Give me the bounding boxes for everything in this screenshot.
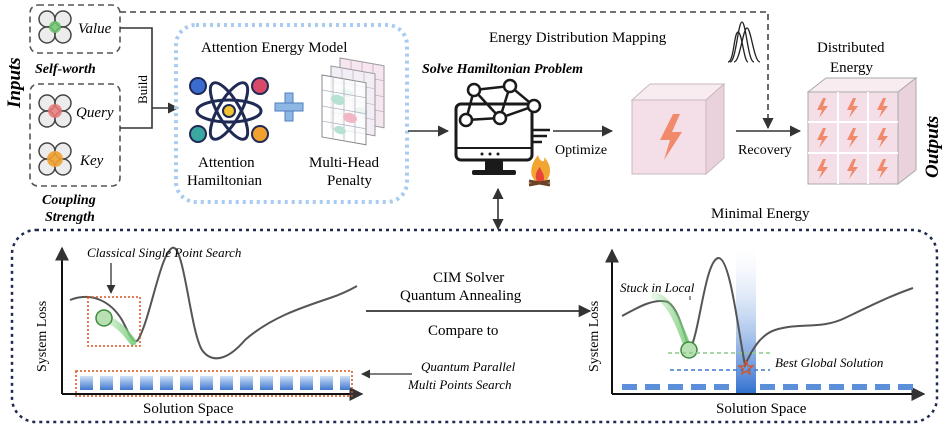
model-title: Attention Energy Model [201, 40, 347, 56]
quantum-bars-right [622, 384, 913, 390]
distributed-energy-1: Distributed [817, 40, 885, 56]
quantum-bars-left [75, 370, 353, 397]
classical-point [95, 309, 113, 327]
left-loss-curve [69, 246, 358, 360]
value-label: Value [78, 21, 112, 37]
value-box [29, 4, 121, 54]
right-system-loss: System Loss [587, 301, 602, 372]
right-solution-space: Solution Space [716, 401, 807, 417]
attention-energy-model: Attention Energy Model Attention Hamilto… [174, 23, 409, 204]
classical-single-point-label: Classical Single Point Search [87, 245, 241, 260]
outputs-label: Outputs [922, 116, 943, 178]
left-solution-space: Solution Space [143, 401, 234, 417]
energy-distribution-mapping: Energy Distribution Mapping [120, 11, 774, 130]
solve-hamiltonian-label: Solve Hamiltonian Problem [422, 62, 583, 77]
energy-distribution-label: Energy Distribution Mapping [489, 30, 667, 46]
inputs-section: Inputs Value Self-worth Query Key [4, 4, 121, 225]
quantum-parallel-1: Quantum Parallel [421, 359, 516, 374]
left-system-loss: System Loss [35, 301, 50, 372]
key-icon [38, 142, 72, 176]
quantum-annealing-label: Quantum Annealing [400, 288, 522, 304]
fire-icon [528, 155, 551, 187]
model-dotted-box [174, 23, 409, 204]
solver-section: Solve Hamiltonian Problem [422, 62, 583, 187]
key-label: Key [79, 153, 104, 169]
build-connector: Build [120, 27, 180, 129]
global-beam [736, 248, 756, 394]
inputs-label: Inputs [4, 57, 25, 109]
classical-chart: System Loss Solution Space Classical Sin… [35, 245, 516, 417]
query-key-box [29, 83, 121, 187]
distributed-energy-2: Energy [830, 60, 874, 76]
computer-network-icon [454, 78, 550, 175]
classical-search-box [87, 296, 141, 347]
coupling-label-2: Strength [45, 210, 95, 225]
multi-head-penalty-2: Penalty [327, 173, 372, 189]
quantum-chart: System Loss Solution Space Stuck in Loca… [587, 248, 926, 417]
build-label: Build [135, 75, 150, 104]
recovery-label: Recovery [738, 143, 792, 158]
distribution-curves-icon [726, 16, 762, 64]
right-loss-curve [621, 257, 914, 369]
stuck-in-local-label: Stuck in Local [620, 280, 695, 295]
query-label: Query [76, 105, 114, 121]
atom-icon [189, 77, 269, 143]
lightning-icon [660, 114, 682, 160]
value-icon [38, 10, 72, 44]
multi-head-grid-icon [321, 57, 385, 146]
bottom-panel [10, 228, 939, 424]
self-worth-label: Self-worth [35, 62, 96, 77]
energy-cube [630, 82, 726, 176]
local-point [680, 341, 698, 359]
attention-hamiltonian-1: Attention [198, 155, 255, 171]
cim-solver-label: CIM Solver [433, 270, 504, 286]
distributed-energy-cube: Distributed Energy [806, 40, 918, 186]
best-star-icon [737, 359, 755, 376]
multi-head-penalty-1: Multi-Head [309, 155, 379, 171]
quantum-parallel-2: Multi Points Search [407, 377, 512, 392]
coupling-label-1: Coupling [42, 193, 96, 208]
optimize-label: Optimize [555, 143, 607, 158]
plus-icon [274, 92, 304, 122]
best-global-label: Best Global Solution [775, 355, 883, 370]
minimal-energy-label: Minimal Energy [711, 206, 810, 222]
compare-to-label: Compare to [428, 323, 498, 339]
attention-hamiltonian-2: Hamiltonian [187, 173, 262, 189]
query-icon [38, 94, 72, 128]
